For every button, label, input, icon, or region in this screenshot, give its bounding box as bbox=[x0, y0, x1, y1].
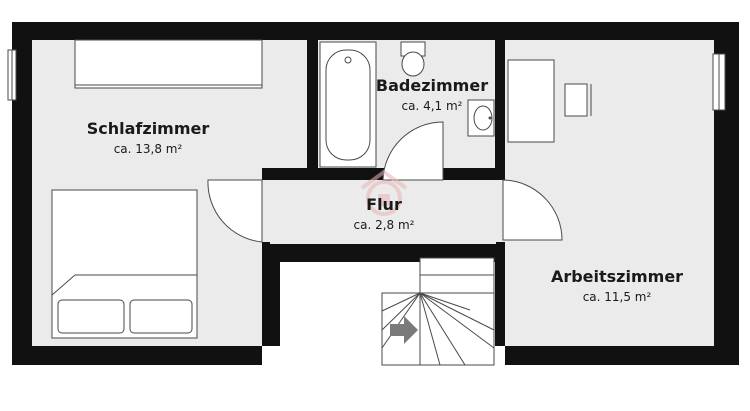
door-swing-icon bbox=[502, 179, 563, 241]
watermark-logo-icon bbox=[360, 169, 408, 216]
window-icon bbox=[7, 49, 17, 101]
sink-icon bbox=[467, 99, 495, 137]
bathtub-icon bbox=[319, 41, 377, 168]
room-name-badezimmer: Badezimmer bbox=[376, 76, 488, 95]
window-icon bbox=[712, 53, 726, 111]
bed-icon bbox=[51, 189, 198, 339]
chair-icon bbox=[564, 83, 592, 117]
room-area-badezimmer: ca. 4,1 m² bbox=[402, 99, 463, 113]
toilet-icon bbox=[400, 41, 426, 77]
door-swing-icon bbox=[207, 179, 263, 243]
room-area-schlafzimmer: ca. 13,8 m² bbox=[114, 142, 183, 156]
room-area-arbeitszimmer: ca. 11,5 m² bbox=[583, 290, 652, 304]
room-name-flur: Flur bbox=[366, 195, 402, 214]
room-name-arbeitszimmer: Arbeitszimmer bbox=[551, 267, 683, 286]
room-name-schlafzimmer: Schlafzimmer bbox=[87, 119, 210, 138]
desk-icon bbox=[507, 59, 555, 143]
room-area-flur: ca. 2,8 m² bbox=[354, 218, 415, 232]
wardrobe-icon bbox=[74, 39, 263, 89]
stair-arrow-icon bbox=[390, 316, 418, 344]
